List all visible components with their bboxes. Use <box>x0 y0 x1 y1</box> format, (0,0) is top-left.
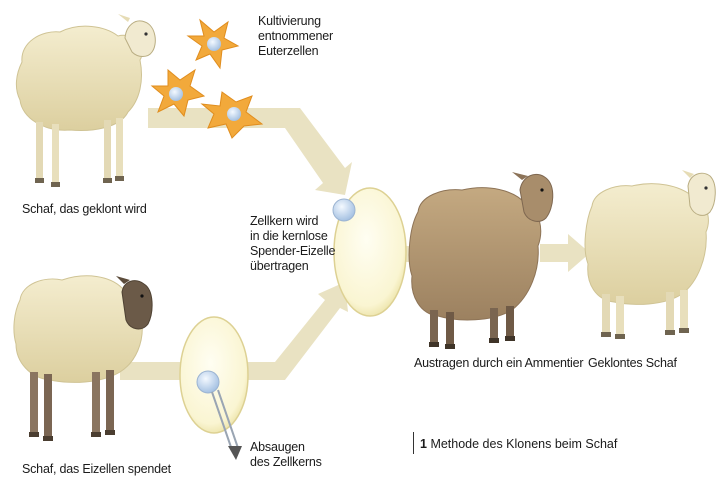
label-donor-sheep: Schaf, das Eizellen spendet <box>22 462 171 477</box>
label-transfer: Zellkern wird in die kernlose Spender-Ei… <box>250 214 335 274</box>
caption-text: Methode des Klonens beim Schaf <box>430 437 617 451</box>
surrogate-sheep <box>409 172 553 349</box>
label-source-sheep: Schaf, das geklont wird <box>22 202 147 217</box>
label-aspirate: Absaugen des Zellkerns <box>250 440 322 470</box>
label-culture: Kultivierung entnommener Euterzellen <box>258 14 333 59</box>
arrow-to-clone <box>540 234 590 272</box>
donor-sheep <box>14 276 152 441</box>
cloned-sheep <box>585 170 715 339</box>
caption-number: 1 <box>420 437 427 451</box>
figure-caption: 1 Methode des Klonens beim Schaf <box>420 437 617 451</box>
fused-egg-cell <box>333 188 406 316</box>
label-surrogate: Austragen durch ein Ammentier <box>414 356 583 371</box>
label-clone: Geklontes Schaf <box>588 356 677 371</box>
caption-bar <box>413 432 414 454</box>
donor-egg-cell <box>180 317 248 460</box>
source-sheep <box>16 14 155 187</box>
